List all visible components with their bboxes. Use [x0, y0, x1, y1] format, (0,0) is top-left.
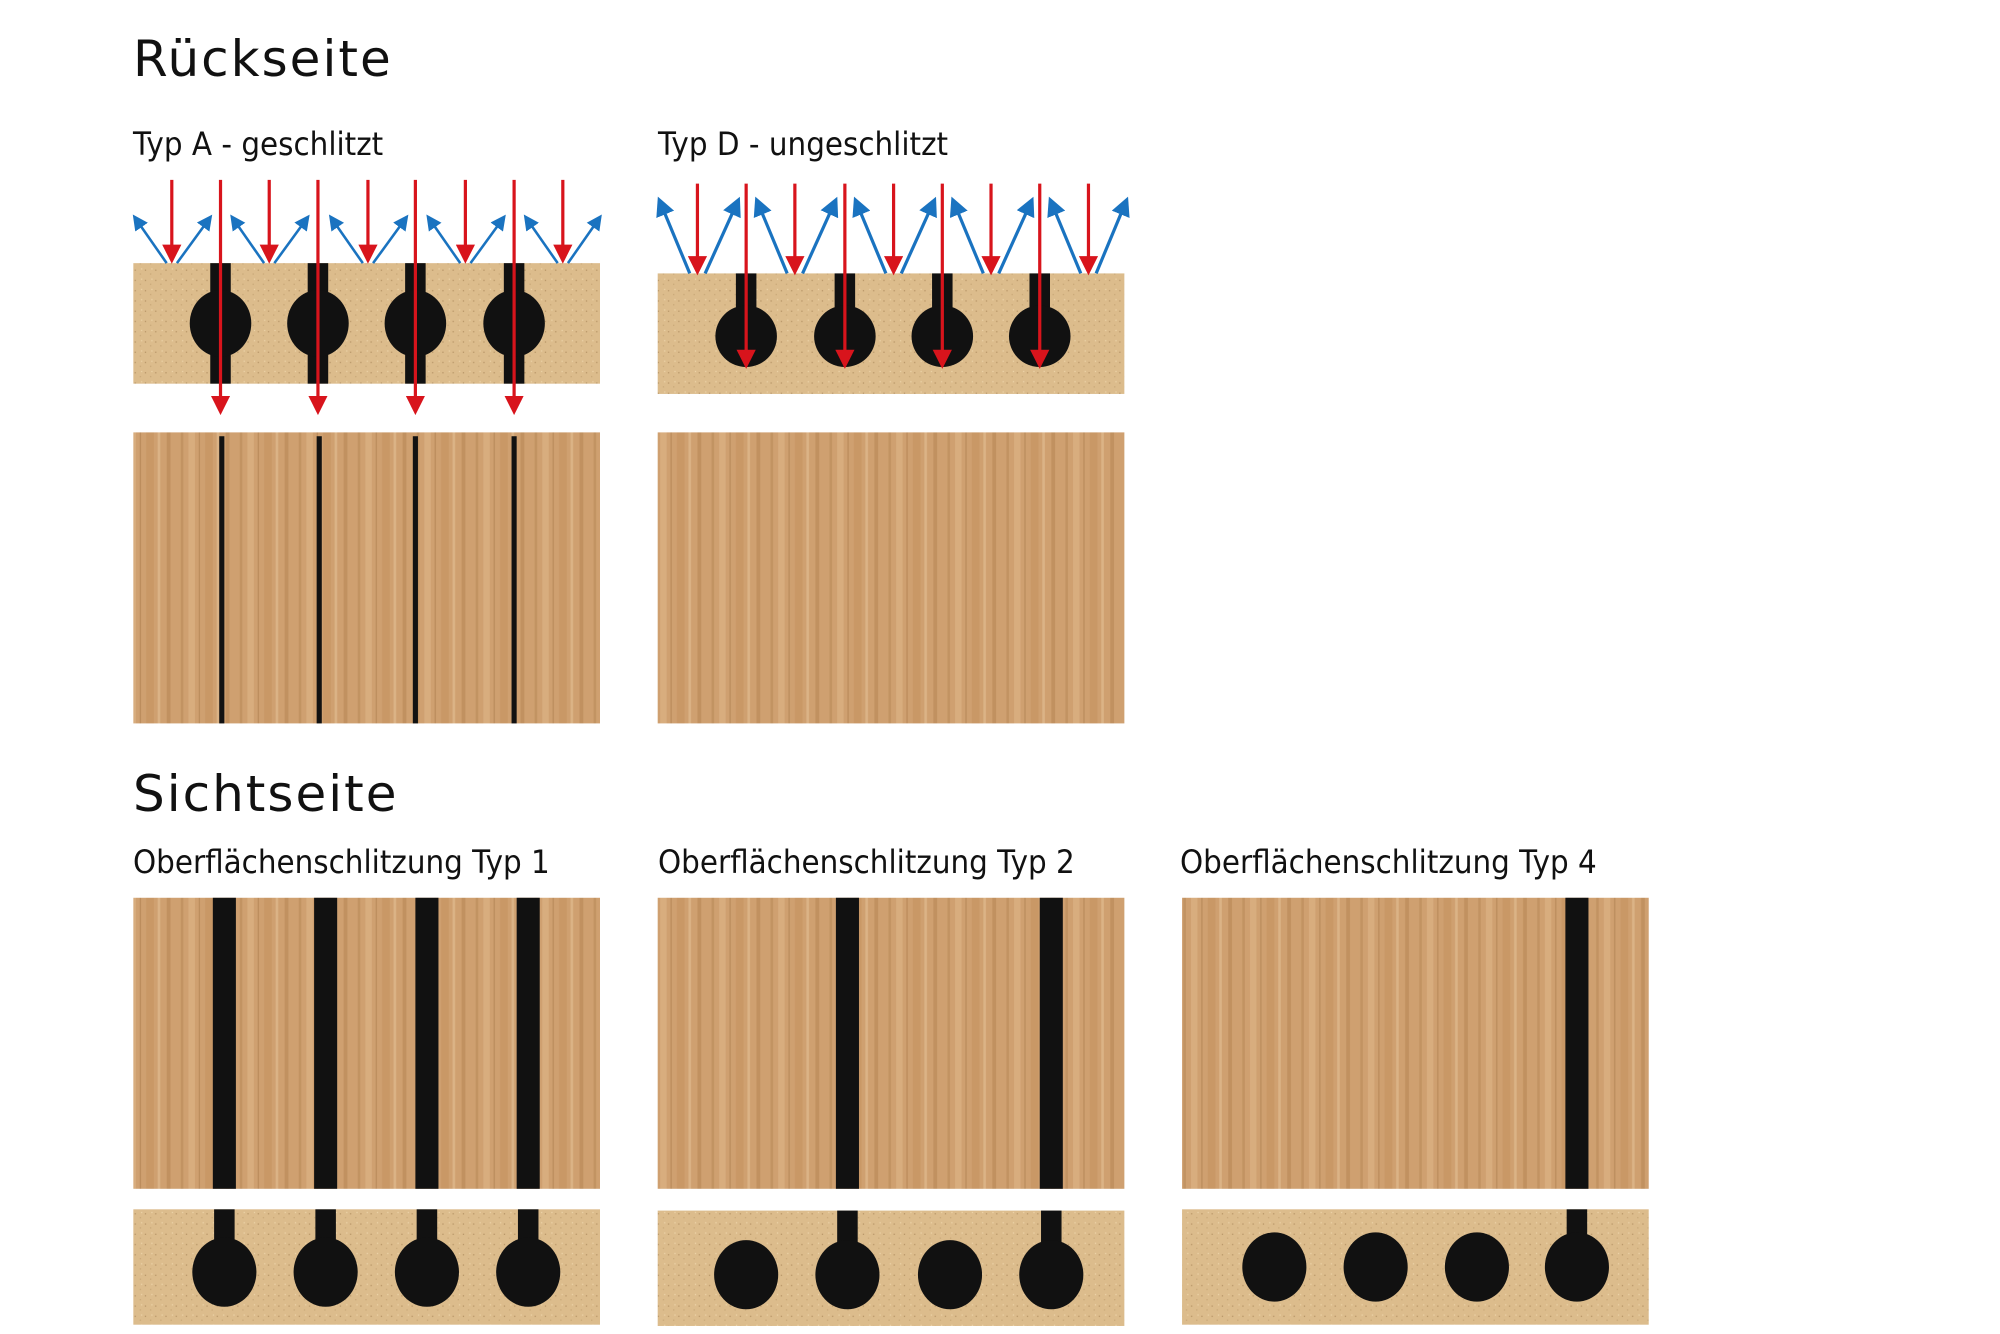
- type2-front-surface: [657, 897, 1125, 1189]
- type-d-cross-section: [656, 183, 1130, 394]
- type-a-label: Typ A - geschlitzt: [133, 125, 384, 163]
- type-a-cross-section: [132, 179, 602, 416]
- type-a-back-surface: [133, 432, 601, 724]
- type4-cross-section: [1182, 1209, 1649, 1325]
- type1-cross-section: [133, 1209, 601, 1325]
- type-d-back-surface: [657, 432, 1125, 724]
- type4-front-surface: [1182, 897, 1649, 1189]
- type-d-label: Typ D - ungeschlitzt: [658, 125, 949, 163]
- type1-label: Oberflächenschlitzung Typ 1: [133, 843, 550, 881]
- type2-cross-section: [657, 1210, 1125, 1326]
- type4-label: Oberflächenschlitzung Typ 4: [1180, 843, 1597, 881]
- type2-label: Oberflächenschlitzung Typ 2: [658, 843, 1075, 881]
- front-side-heading: Sichtseite: [133, 765, 399, 823]
- type1-front-surface: [133, 897, 601, 1189]
- back-side-heading: Rückseite: [133, 30, 393, 88]
